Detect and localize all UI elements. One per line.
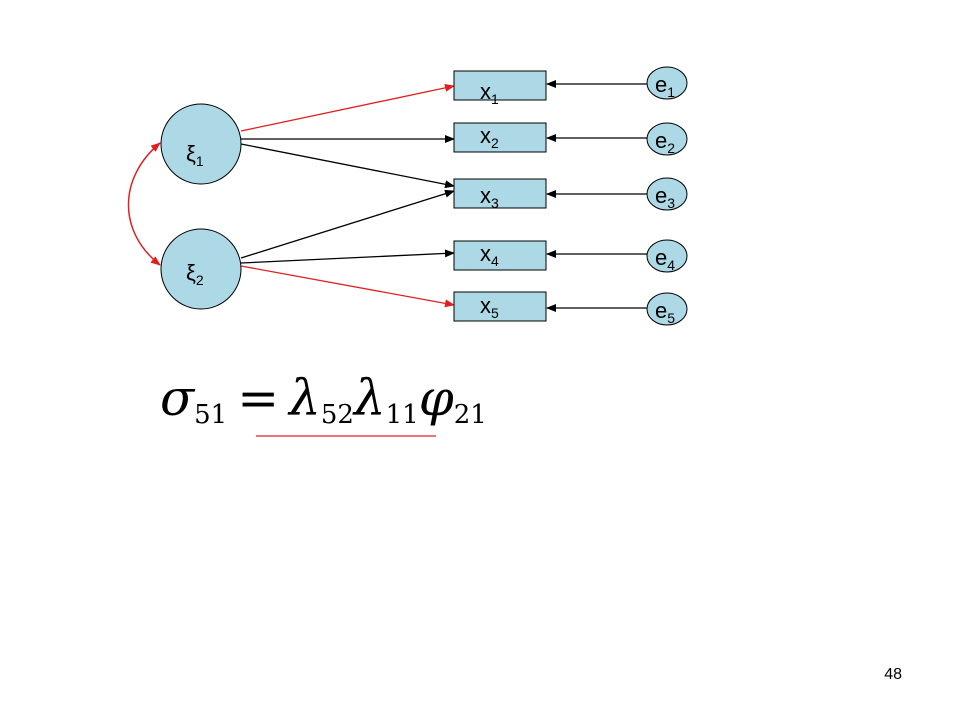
equation-term-subscript: 11	[386, 400, 419, 430]
error-subscript: 4	[667, 257, 675, 273]
indicator-box-x4: x4	[453, 240, 547, 271]
latent-subscript: 2	[196, 272, 204, 288]
indicator-box-x1: x1	[453, 70, 547, 107]
equation: σ51=λ52λ11φ21	[160, 369, 487, 430]
equation-term-symbol: λ	[287, 369, 321, 427]
indicator-symbol: x	[480, 183, 491, 208]
svg-text:e3: e3	[655, 183, 675, 211]
error-symbol: e	[655, 72, 667, 97]
indicator-box-x2: x2	[453, 122, 547, 153]
covariance-arc-xi1-xi2	[127, 142, 161, 266]
indicator-subscript: 3	[491, 195, 499, 211]
page-number: 48	[884, 666, 902, 683]
error-subscript: 3	[667, 195, 675, 211]
indicator-box-x3: x3	[453, 178, 547, 211]
indicator-subscript: 1	[491, 91, 499, 107]
svg-text:ξ2: ξ2	[186, 260, 204, 288]
error-symbol: e	[655, 128, 667, 153]
svg-text:e2: e2	[655, 128, 675, 156]
error-subscript: 1	[667, 84, 675, 100]
equation-lhs-symbol: σ	[160, 369, 196, 427]
indicator-symbol: x	[480, 123, 491, 148]
error-node-e2: e2	[646, 122, 688, 156]
error-node-e4: e4	[646, 239, 688, 273]
svg-text:e5: e5	[655, 298, 675, 326]
error-node-e3: e3	[646, 177, 688, 211]
error-node-e1: e1	[646, 66, 688, 100]
indicator-symbol: x	[480, 293, 491, 318]
loading-arrow-xi2-x5	[240, 265, 455, 308]
indicator-subscript: 4	[491, 253, 499, 269]
error-symbol: e	[655, 245, 667, 270]
latent-node-xi1: ξ1	[160, 103, 242, 185]
latent-subscript: 1	[196, 153, 204, 169]
svg-text:x3: x3	[480, 183, 499, 211]
equation-term-subscript: 21	[454, 400, 487, 430]
indicator-symbol: x	[480, 241, 491, 266]
loading-arrow-xi2-x4	[240, 249, 455, 264]
svg-text:e1: e1	[655, 72, 675, 100]
svg-text:x4: x4	[480, 241, 499, 269]
svg-text:x5: x5	[480, 293, 499, 321]
error-node-e5: e5	[646, 292, 688, 326]
indicator-subscript: 2	[491, 135, 499, 151]
loading-arrow-xi1-x3	[240, 143, 455, 189]
svg-text:e4: e4	[655, 245, 675, 273]
latent-symbol: ξ	[186, 260, 196, 285]
error-subscript: 2	[667, 140, 675, 156]
equation-term-subscript: 52	[321, 400, 354, 430]
latent-node-xi2: ξ2	[160, 228, 242, 310]
indicator-box-x5: x5	[453, 291, 547, 322]
loading-arrow-xi2-x3	[240, 189, 455, 259]
loading-arrow-xi1-x1	[240, 83, 455, 132]
equation-term-symbol: φ	[419, 369, 454, 427]
equation-lhs-subscript: 51	[194, 400, 227, 430]
indicator-symbol: x	[480, 79, 491, 104]
equation-term-symbol: λ	[352, 369, 386, 427]
latent-symbol: ξ	[186, 141, 196, 166]
equation-equals-sign: =	[237, 369, 279, 427]
svg-text:x2: x2	[480, 123, 499, 151]
error-symbol: e	[655, 183, 667, 208]
indicator-subscript: 5	[491, 305, 499, 321]
svg-text:x1: x1	[480, 79, 499, 107]
error-symbol: e	[655, 298, 667, 323]
svg-text:ξ1: ξ1	[186, 141, 204, 169]
error-subscript: 5	[667, 310, 675, 326]
